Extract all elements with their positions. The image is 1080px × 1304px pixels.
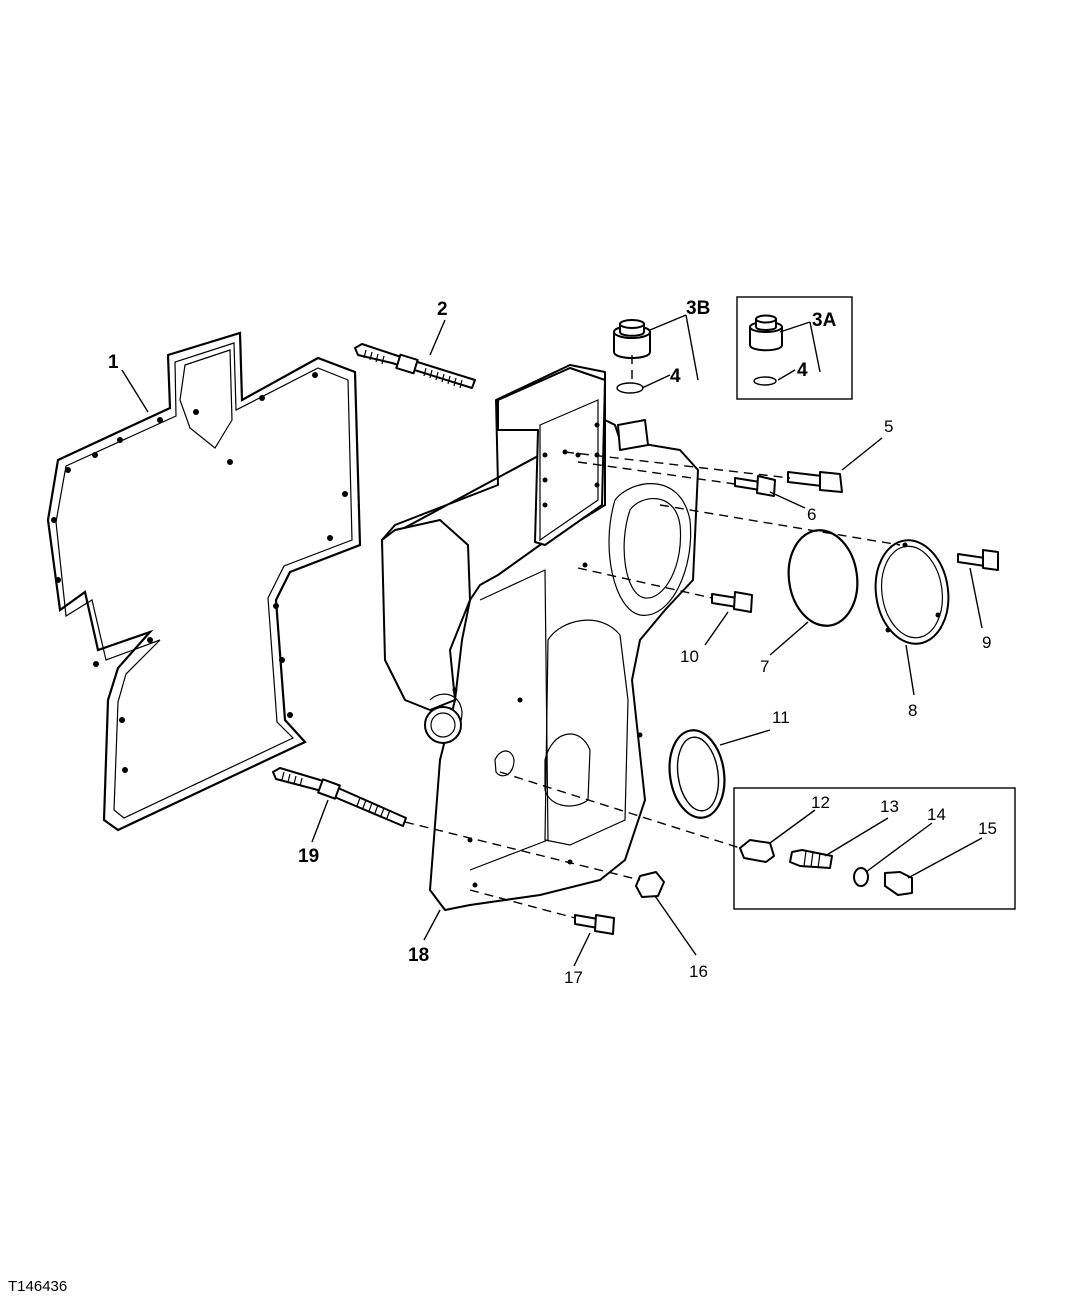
callout-15: 15 bbox=[978, 819, 997, 838]
callout-12: 12 bbox=[811, 793, 830, 812]
callout-4-inset: 4 bbox=[797, 360, 808, 381]
callout-16: 16 bbox=[689, 962, 708, 981]
callout-8: 8 bbox=[908, 701, 917, 720]
callout-10: 10 bbox=[680, 647, 699, 666]
cover-plate-part-8 bbox=[874, 539, 950, 645]
bolt-part-6 bbox=[734, 475, 776, 497]
assembly-lines bbox=[404, 355, 901, 919]
plug-part-16 bbox=[635, 871, 665, 898]
callout-2: 2 bbox=[437, 299, 448, 320]
callout-3B: 3B bbox=[686, 298, 710, 319]
bolt-part-9 bbox=[957, 549, 999, 571]
front-timing-cover-housing bbox=[381, 364, 699, 911]
bolt-part-17 bbox=[574, 914, 615, 935]
callout-7: 7 bbox=[760, 657, 769, 676]
callout-5: 5 bbox=[884, 417, 893, 436]
callout-11: 11 bbox=[772, 708, 790, 727]
bolt-part-5 bbox=[787, 471, 843, 493]
gasket-part-1 bbox=[46, 331, 362, 832]
callout-1: 1 bbox=[108, 352, 119, 373]
callout-14: 14 bbox=[927, 805, 946, 824]
inset-box-part-3A bbox=[736, 296, 853, 400]
callout-6: 6 bbox=[807, 505, 816, 524]
stud-part-19 bbox=[272, 767, 407, 827]
leader-lines bbox=[121, 314, 983, 967]
stud-part-2 bbox=[354, 343, 476, 389]
callout-labels: 1 2 3B 4 3A 4 5 6 7 8 9 10 11 12 13 14 1… bbox=[108, 298, 997, 987]
bolt-part-10 bbox=[711, 591, 753, 613]
inset-box-parts-12-15 bbox=[733, 787, 1016, 910]
oil-seal-part-11 bbox=[668, 729, 726, 819]
figure-id: T146436 bbox=[8, 1278, 67, 1295]
gasket-part-7 bbox=[787, 529, 859, 627]
callout-18: 18 bbox=[408, 945, 429, 966]
callout-13: 13 bbox=[880, 797, 899, 816]
callout-17: 17 bbox=[564, 968, 583, 987]
callout-3A: 3A bbox=[812, 310, 837, 331]
callout-4-upper-left: 4 bbox=[670, 366, 681, 387]
callout-19: 19 bbox=[298, 846, 319, 867]
callout-9: 9 bbox=[982, 633, 991, 652]
